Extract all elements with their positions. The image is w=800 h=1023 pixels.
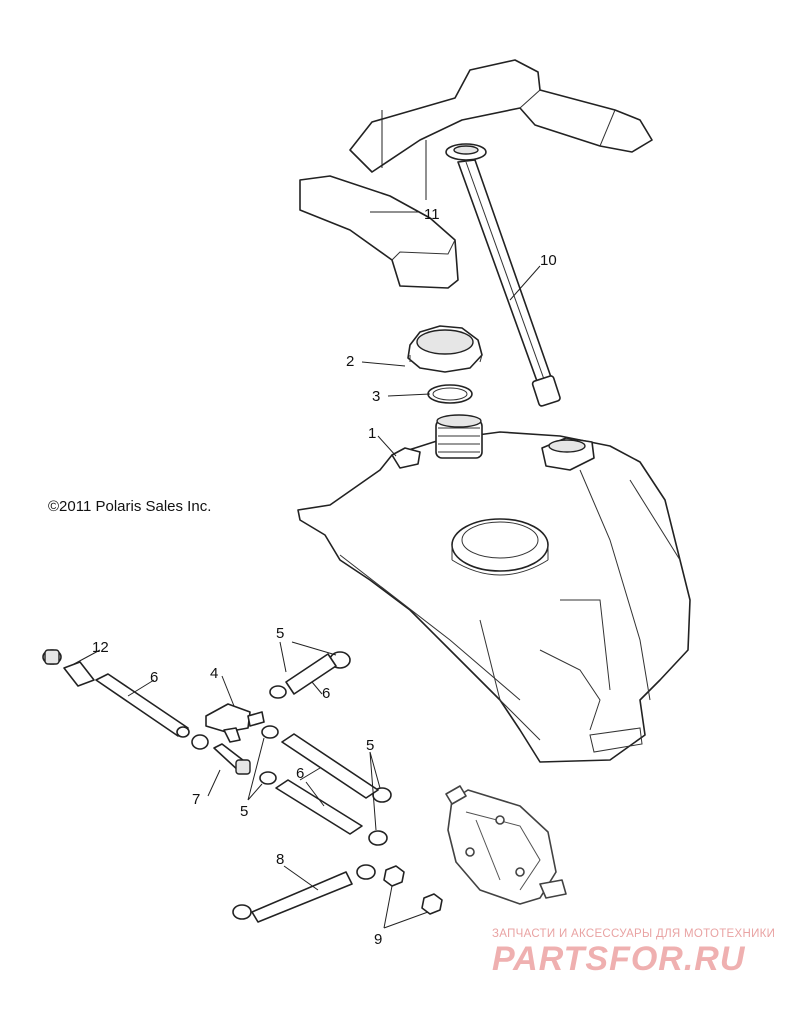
copyright-text: ©2011 Polaris Sales Inc. — [48, 498, 212, 515]
fuel-sender-part — [445, 143, 561, 407]
fuel-hose-8-part — [232, 864, 376, 923]
callout-9: 9 — [374, 931, 382, 948]
callout-leaders — [73, 110, 541, 929]
watermark-tagline: ЗАПЧАСТИ И АКСЕССУАРЫ ДЛЯ МОТОТЕХНИКИ — [492, 928, 776, 940]
fuel-hose-6-left — [95, 673, 189, 737]
callout-10: 10 — [540, 252, 557, 269]
nut-9-part — [383, 865, 443, 915]
fuel-hose-6-middle-b — [275, 779, 363, 835]
callout-7: 7 — [192, 791, 200, 808]
seat-pad-part — [299, 59, 653, 289]
fuel-cap-part — [407, 325, 483, 373]
callout-6a: 6 — [150, 669, 158, 686]
fuel-pump-part — [445, 785, 567, 905]
hose-clamp-12-part — [42, 649, 95, 687]
callout-3: 3 — [372, 388, 380, 405]
fitting-7-part — [191, 734, 251, 775]
watermark-brand: PARTSFOR.RU — [492, 940, 746, 978]
callout-1: 1 — [368, 425, 376, 442]
callout-5a: 5 — [276, 625, 284, 642]
fuel-hose-6-middle-a — [281, 733, 379, 799]
callout-5b: 5 — [240, 803, 248, 820]
callout-labels: 11 10 2 3 1 5 12 6 4 6 5 6 7 5 8 9 — [92, 206, 557, 948]
fuel-hose-6-upper — [285, 653, 337, 695]
callout-6c: 6 — [296, 765, 304, 782]
callout-12: 12 — [92, 639, 109, 656]
callout-11: 11 — [424, 206, 440, 223]
callout-6b: 6 — [322, 685, 330, 702]
clamp-5-middle-part — [259, 725, 392, 846]
t-fitting-part — [205, 703, 265, 743]
callout-4: 4 — [210, 665, 218, 682]
callout-8: 8 — [276, 851, 284, 868]
fuel-tank-part — [297, 414, 691, 763]
callout-5c: 5 — [366, 737, 374, 754]
callout-2: 2 — [346, 353, 354, 370]
